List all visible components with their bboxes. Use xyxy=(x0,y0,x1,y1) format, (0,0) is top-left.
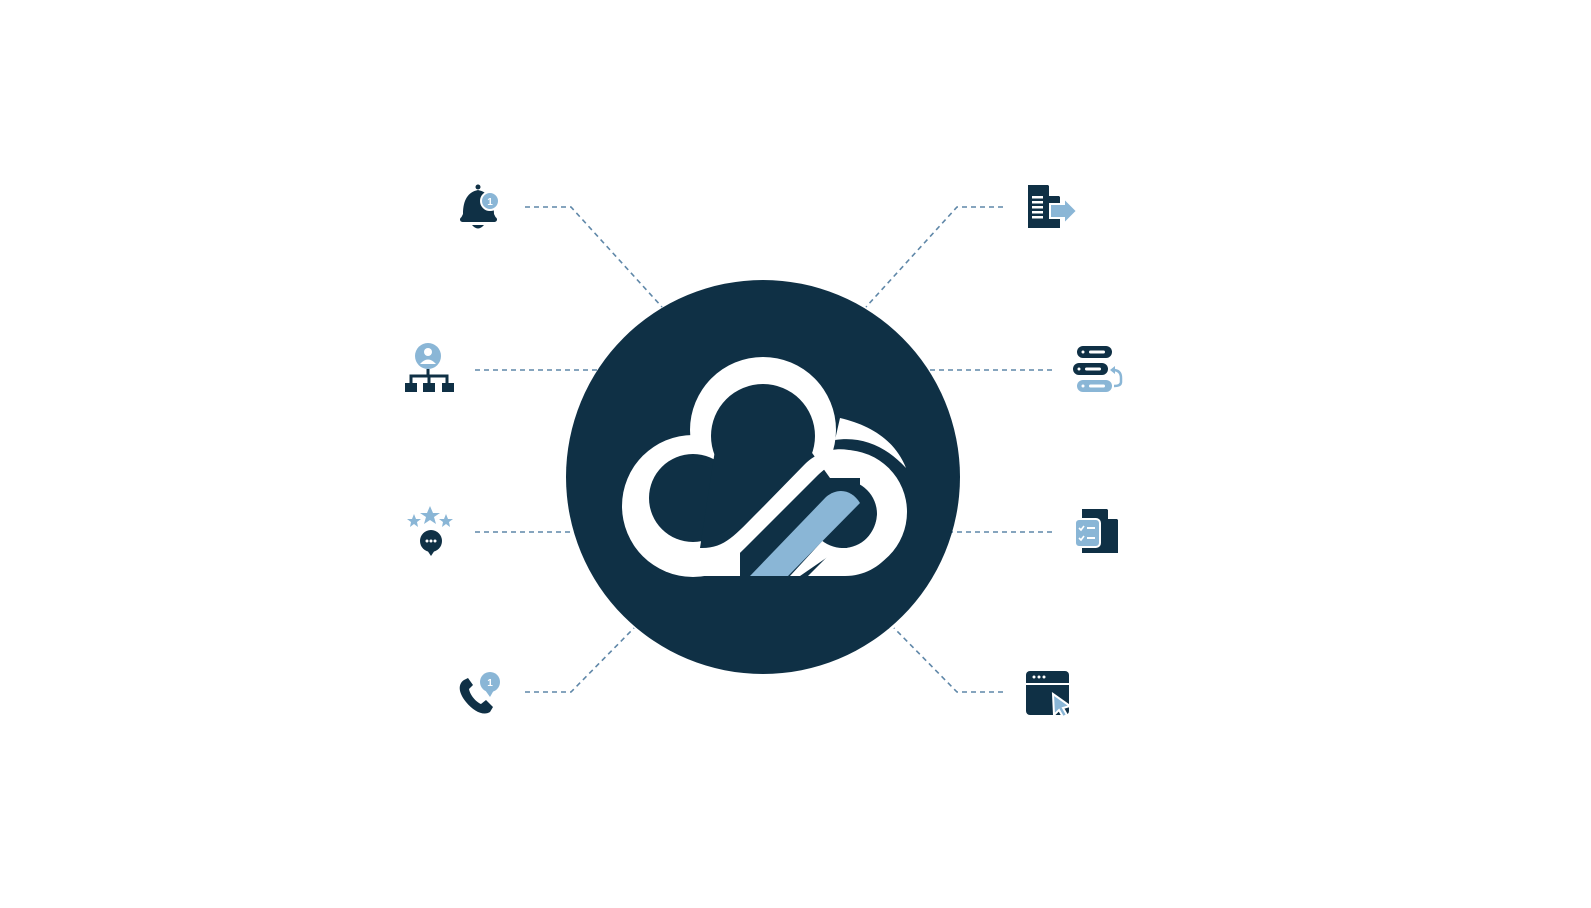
connector-bell xyxy=(525,206,663,308)
document-export-icon xyxy=(1028,185,1079,228)
connector-doc-export xyxy=(865,206,1003,308)
org-chart-icon xyxy=(405,343,454,392)
cloud-logo-icon xyxy=(622,357,907,577)
ratings-chat-icon xyxy=(407,506,453,556)
browser-click-icon xyxy=(1026,671,1073,719)
connector-browser xyxy=(893,627,1003,693)
server-sync-icon xyxy=(1073,346,1123,392)
phone-call-icon: 1 xyxy=(459,672,500,714)
document-checklist-icon xyxy=(1074,509,1118,553)
connectors xyxy=(475,206,1052,693)
connector-phone xyxy=(525,627,635,693)
bell-badge: 1 xyxy=(487,197,493,208)
notification-bell-icon: 1 xyxy=(460,184,500,229)
phone-badge: 1 xyxy=(487,678,493,689)
